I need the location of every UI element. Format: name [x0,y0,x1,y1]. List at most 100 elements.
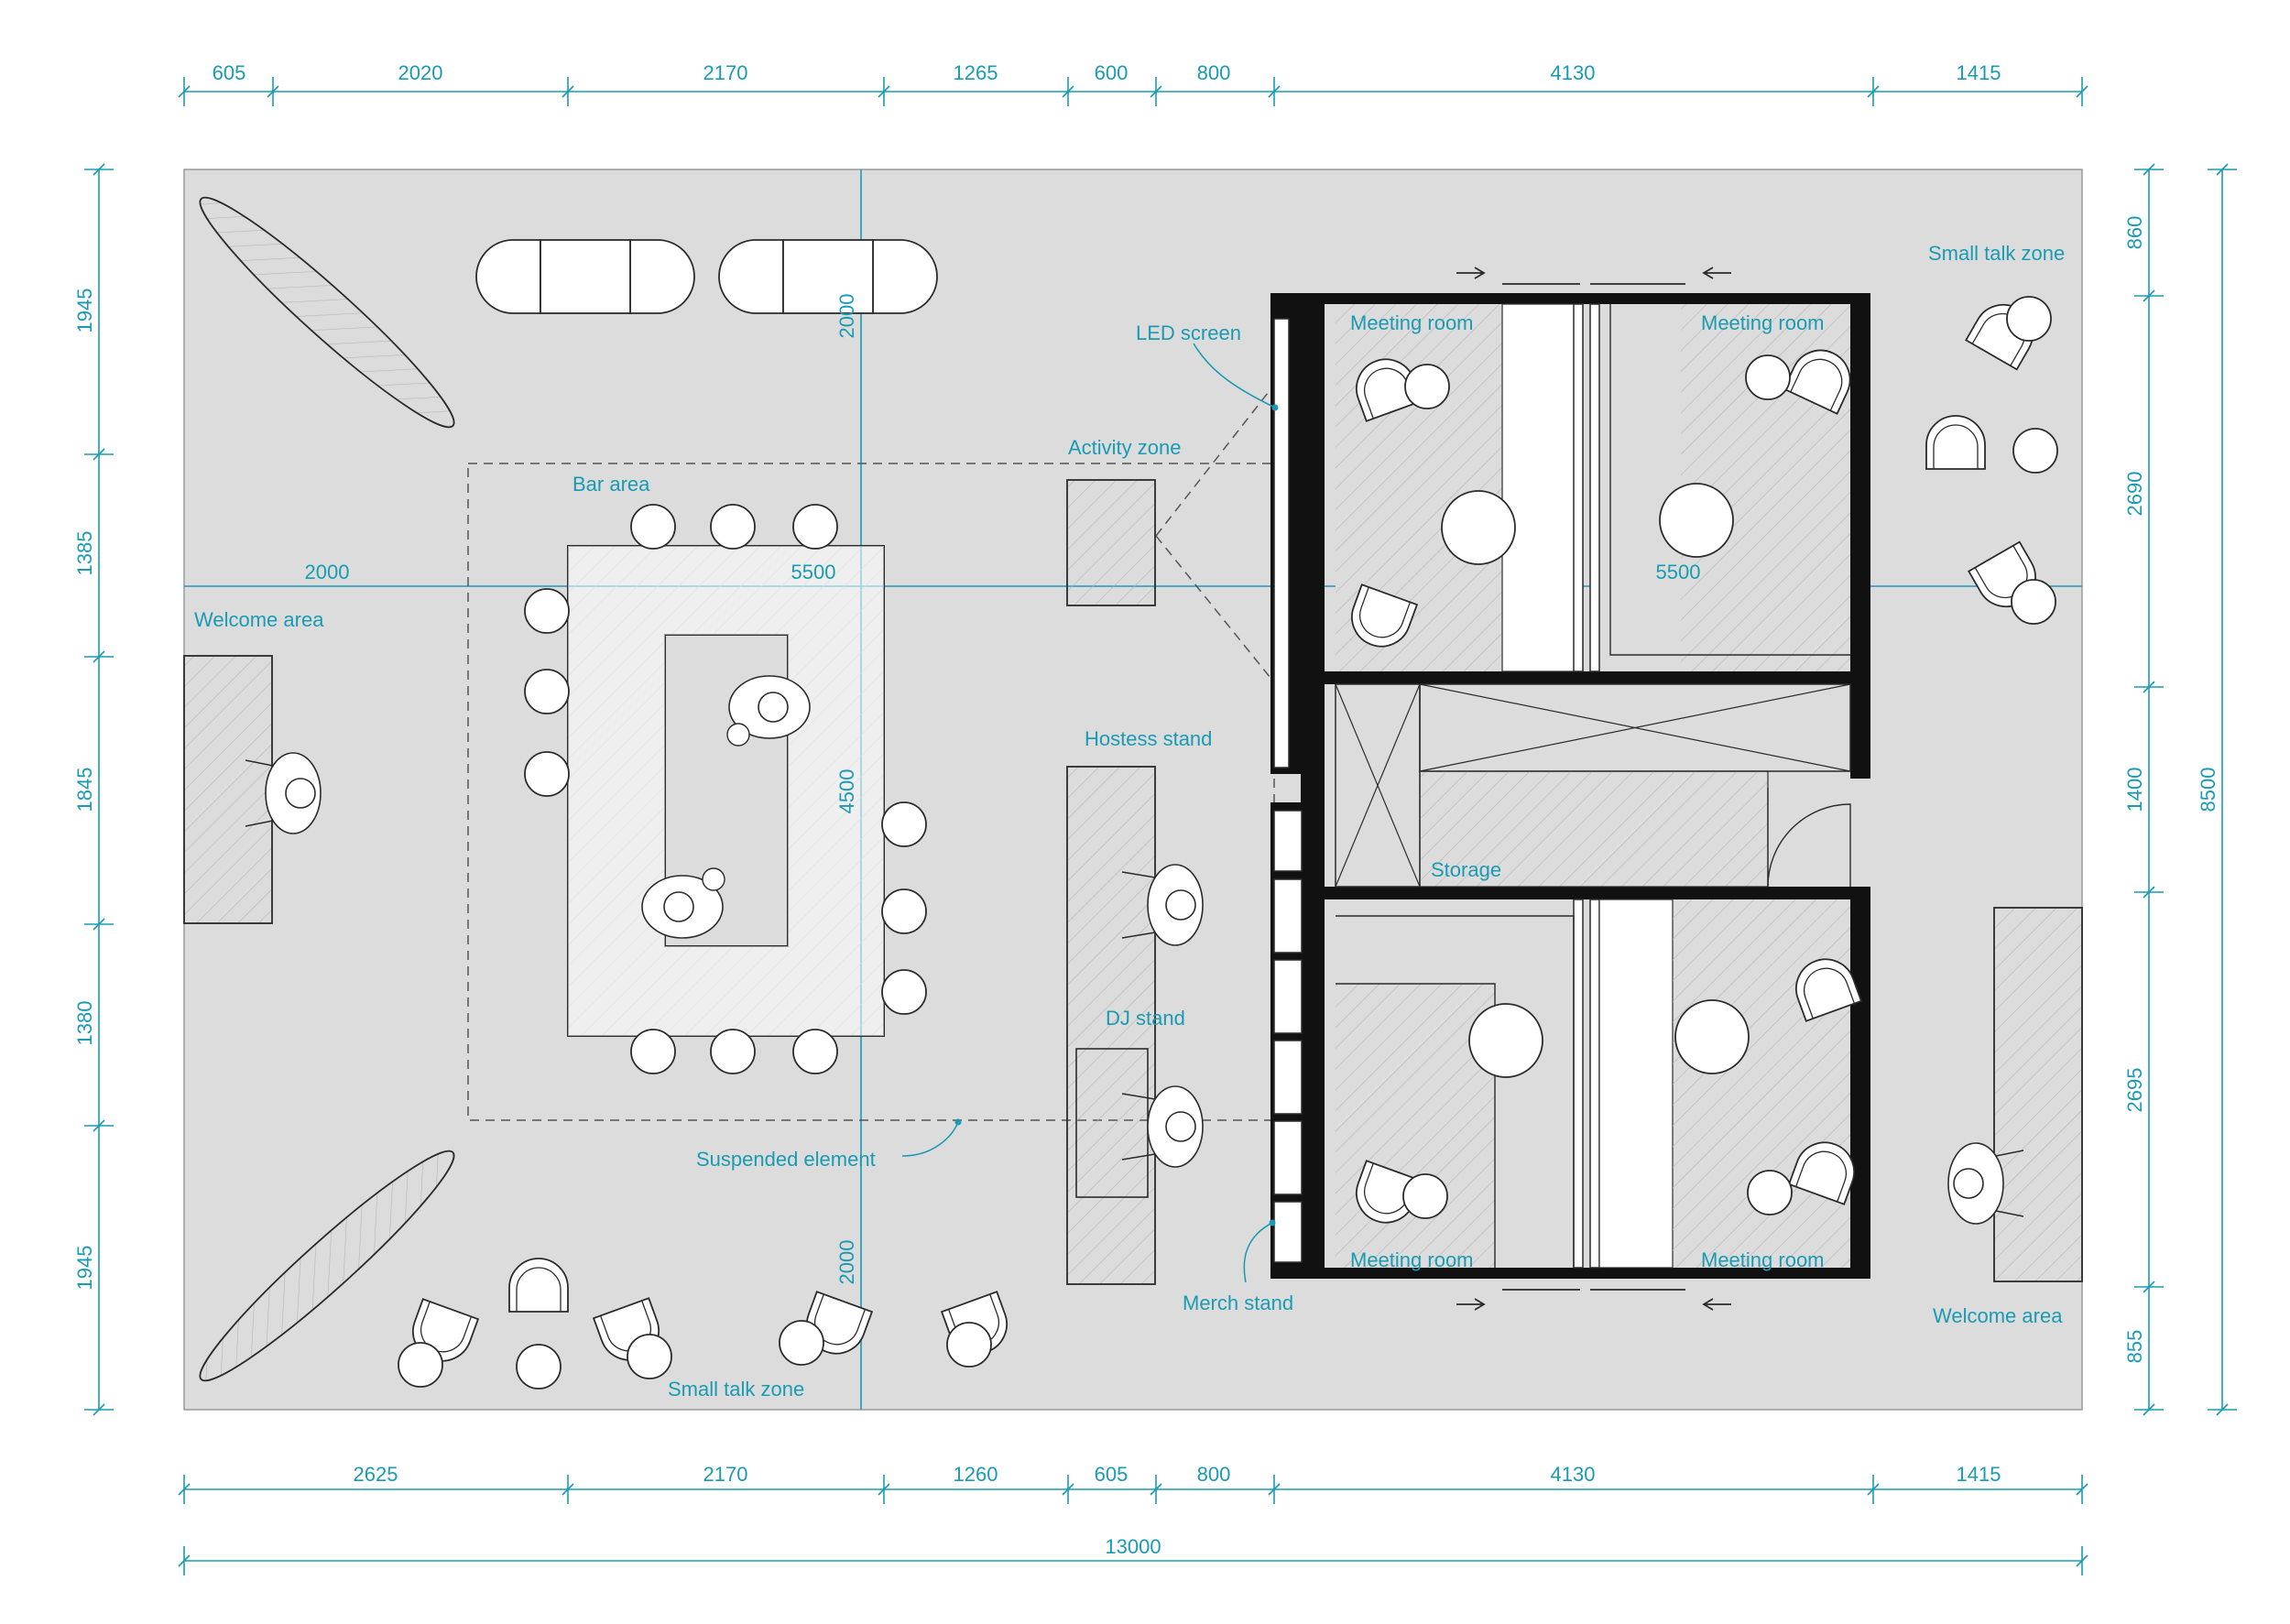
dim-axis-top: 2000 [835,294,858,339]
meeting-room-bottom-right [1589,899,1850,1269]
dim-left-1: 1945 [73,289,96,333]
storage-room [1335,683,1851,888]
dim-meeting-width: 5500 [1656,561,1701,583]
side-table [1747,1170,1793,1215]
chair-icon [1787,1141,1855,1205]
side-table [779,1320,824,1366]
suspended-element-outline [467,379,1279,1121]
label-small-talk-bottom: Small talk zone [668,1378,804,1401]
dim-top-3: 2170 [703,61,748,84]
label-suspended-element: Suspended element [696,1148,876,1171]
decor-panel-top [199,196,455,429]
lounge-table-1 [475,239,695,314]
dim-bottom-3: 1260 [954,1463,998,1486]
lounge-chairs [398,296,2058,1390]
dim-left-4: 1380 [73,1001,96,1046]
dimension-lines [98,91,2223,1562]
label-meeting-tl: Meeting room [1350,311,1474,334]
label-meeting-bl: Meeting room [1350,1248,1474,1271]
bar-stool [524,751,570,797]
decor-panel-bottom [199,1150,455,1382]
side-table [1745,354,1791,400]
dimension-ticks [84,77,2237,1575]
dim-bottom-7: 1415 [1957,1463,2001,1486]
label-bar-area: Bar area [572,473,650,496]
dim-right-5: 855 [2123,1330,2146,1364]
dim-top-8: 1415 [1957,61,2001,84]
label-storage: Storage [1431,858,1501,881]
dim-bottom-1: 2625 [354,1463,398,1486]
side-table [2012,428,2058,474]
label-small-talk-top: Small talk zone [1928,242,2065,265]
leader-lines [901,343,1276,1283]
bartender-1 [726,675,811,747]
dim-right-4: 2695 [2123,1068,2146,1113]
lounge-table-2 [718,239,938,314]
door-arrows [1456,267,1731,1311]
bar-stool [710,504,756,550]
bar-stools [524,504,927,1074]
side-table [1402,1173,1448,1219]
chair-icon [1783,349,1851,415]
side-table [627,1334,672,1379]
bar-stool [881,969,927,1015]
dim-bottom-5: 800 [1197,1463,1231,1486]
dim-right-3: 1400 [2123,768,2146,812]
dim-right-1: 860 [2123,216,2146,250]
dim-total-height: 8500 [2197,768,2219,812]
chair-icon [1925,415,1986,470]
dim-top-2: 2020 [398,61,443,84]
meeting-tables [1441,483,1750,1078]
bartender-2 [641,867,725,939]
dim-left-5: 1945 [73,1246,96,1291]
bar-stool [630,504,676,550]
chair-icon [1351,583,1419,648]
side-table [2011,579,2056,625]
merch-shelves [1273,810,1303,1263]
side-table [1404,364,1450,409]
bar-stool [524,669,570,714]
dim-bottom-6: 4130 [1551,1463,1596,1486]
bar-stool [881,888,927,934]
dim-right-2: 2690 [2123,472,2146,517]
label-meeting-tr: Meeting room [1701,311,1825,334]
label-welcome-right: Welcome area [1933,1304,2063,1327]
welcome-desk-left [183,655,273,924]
bar-stool [630,1029,676,1074]
activity-zone-box [1066,479,1156,606]
dim-top-7: 4130 [1551,61,1596,84]
dim-axis-bottom: 2000 [835,1240,858,1285]
label-dj-stand: DJ stand [1106,1007,1185,1030]
label-hostess-stand: Hostess stand [1085,727,1212,750]
hostess-stand [1066,766,1156,1285]
bar-stool [710,1029,756,1074]
chair-icon [508,1258,569,1313]
side-table [2006,296,2052,342]
label-activity-zone: Activity zone [1068,436,1182,459]
staff-dj [1121,1085,1204,1168]
staff-welcome-left [245,752,322,834]
side-table [946,1322,992,1368]
dim-top-4: 1265 [954,61,998,84]
walls [1270,293,1870,1279]
bar-stool [881,801,927,847]
label-meeting-br: Meeting room [1701,1248,1825,1271]
dim-bottom-2: 2170 [703,1463,748,1486]
staff-welcome-right [1947,1142,2024,1225]
welcome-desk-right [1993,907,2083,1282]
staff-hostess [1121,864,1204,946]
label-welcome-left: Welcome area [194,608,324,631]
side-table [398,1342,443,1388]
dim-left-2: 1385 [73,531,96,576]
dim-bar-depth: 4500 [835,769,858,814]
chair-icon [1795,958,1863,1022]
dim-top-1: 605 [213,61,246,84]
dim-top-5: 600 [1095,61,1129,84]
dim-bottom-4: 605 [1095,1463,1129,1486]
dim-left-3: 1845 [73,768,96,812]
side-table [516,1344,562,1390]
dim-bar-width: 5500 [791,561,836,583]
dim-top-6: 800 [1197,61,1231,84]
label-led-screen: LED screen [1136,322,1241,344]
